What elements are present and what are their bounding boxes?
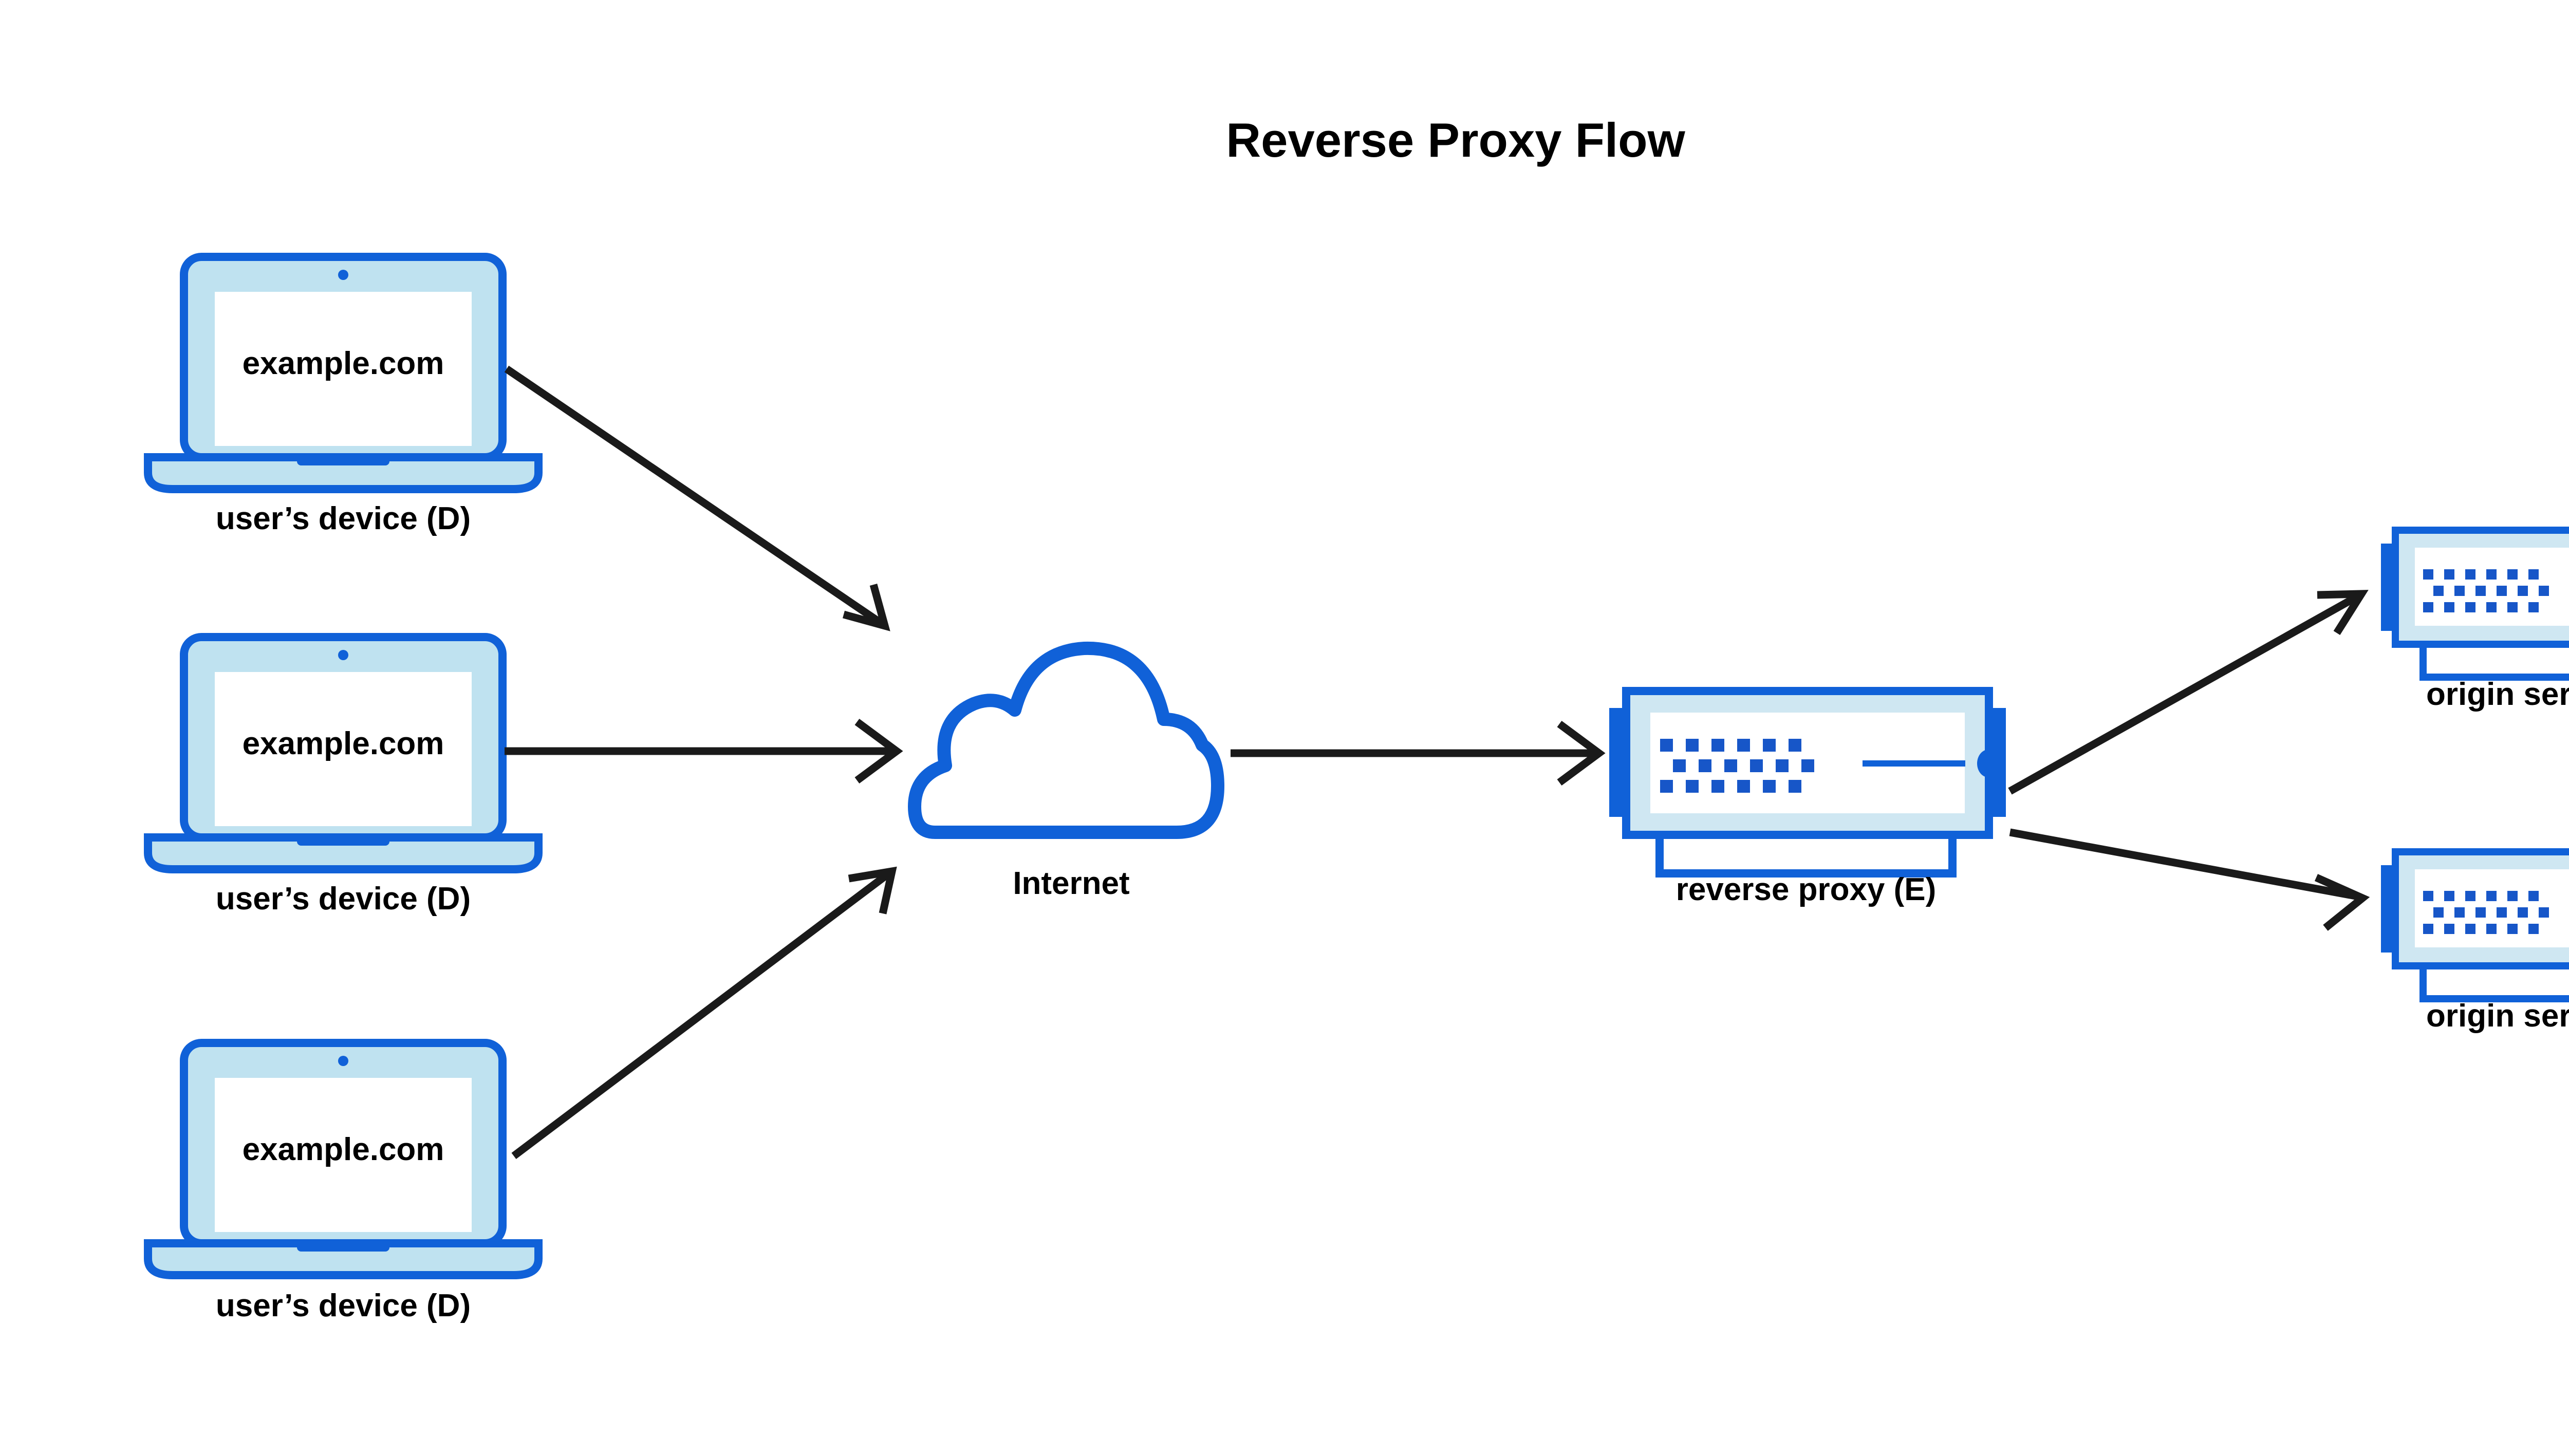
camera-dot-icon — [338, 1056, 348, 1066]
laptop-icon[interactable]: example.com — [144, 1039, 543, 1279]
laptop-screen — [215, 672, 472, 826]
device-bottom-label: user’s device (D) — [216, 1288, 471, 1323]
laptop-base — [144, 453, 543, 493]
server-icon[interactable] — [2381, 848, 2569, 1002]
server-foot — [2419, 644, 2569, 681]
server-vent-grid — [2423, 569, 2549, 612]
laptop-base — [144, 1239, 543, 1279]
edge-device-middle-to-internet — [505, 718, 903, 784]
edge-device-bottom-to-internet — [511, 866, 897, 1159]
laptop-notch — [297, 1241, 389, 1252]
server-vent-grid — [2423, 891, 2549, 934]
internet-label: Internet — [1013, 866, 1129, 901]
laptop-icon[interactable]: example.com — [144, 253, 543, 493]
cloud-shape — [908, 641, 1224, 839]
origin-bottom-label: origin server (F) — [2426, 998, 2569, 1034]
camera-dot-icon — [338, 650, 348, 660]
laptop-notch — [297, 455, 389, 465]
edge-proxy-to-origin-top — [2008, 590, 2369, 795]
laptop-screen — [215, 292, 472, 446]
camera-dot-icon — [338, 270, 348, 280]
laptop-icon[interactable]: example.com — [144, 633, 543, 873]
laptop-screen-text: example.com — [243, 726, 444, 761]
laptop-screen — [215, 1078, 472, 1232]
server-icon[interactable] — [2381, 527, 2569, 681]
origin-top-label: origin server (F) — [2426, 677, 2569, 712]
edge-device-top-to-internet — [504, 365, 890, 631]
laptop-screen-text: example.com — [243, 346, 444, 381]
laptop-base — [144, 833, 543, 873]
server-status-line — [1863, 760, 1965, 767]
edge-internet-to-proxy — [1231, 720, 1606, 786]
laptop-notch — [297, 835, 389, 846]
device-top-label: user’s device (D) — [216, 501, 471, 536]
server-status-dot-icon — [1977, 750, 2000, 777]
server-foot — [2419, 966, 2569, 1002]
server-vent-grid — [1660, 739, 1814, 793]
device-middle-label: user’s device (D) — [216, 881, 471, 917]
server-icon[interactable] — [1609, 687, 2006, 878]
page-title: Reverse Proxy Flow — [1226, 113, 1685, 167]
laptop-screen-text: example.com — [243, 1132, 444, 1167]
cloud-icon[interactable] — [908, 641, 1224, 839]
server-foot — [1655, 835, 1957, 878]
edge-proxy-to-origin-bottom — [2009, 828, 2370, 931]
reverse-proxy-label: reverse proxy (E) — [1676, 872, 1937, 907]
